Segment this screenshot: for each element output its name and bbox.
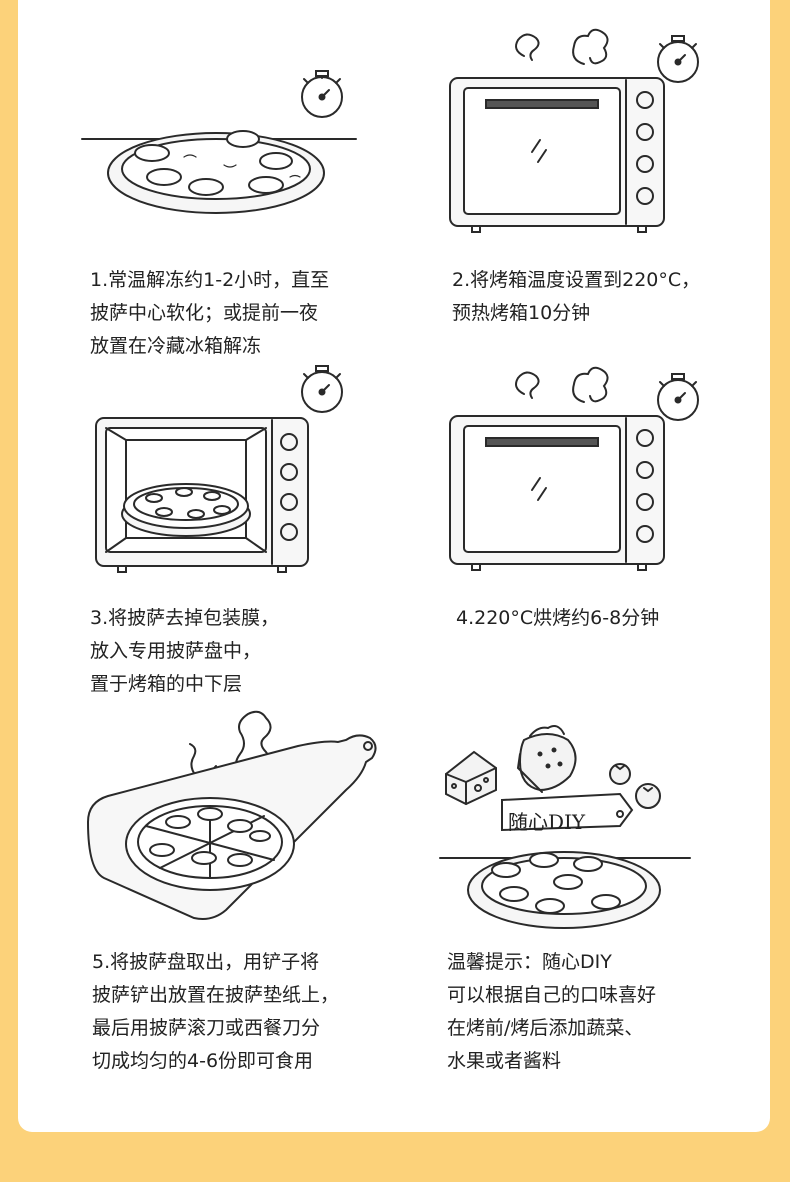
- pizza-icon: [108, 131, 324, 213]
- step5-illustration: [80, 702, 380, 928]
- diy-sign: [502, 794, 632, 830]
- stopwatch-icon: [302, 366, 342, 412]
- step5-caption: 5.将披萨盘取出，用铲子将 披萨铲出放置在披萨垫纸上， 最后用披萨滚刀或西餐刀分…: [92, 946, 339, 1078]
- step1-line: 披萨中心软化；或提前一夜: [90, 302, 319, 324]
- oven-icon: [450, 416, 664, 570]
- oven-icon: [450, 78, 664, 232]
- pizza-icon: [126, 798, 294, 890]
- step4-caption: 4.220°C烘烤约6-8分钟: [456, 602, 659, 635]
- step3-illustration: [92, 366, 352, 578]
- step4-line: 4.220°C烘烤约6-8分钟: [456, 607, 660, 629]
- step6-line: 温馨提示：随心DIY: [447, 951, 612, 973]
- step1-caption: 1.常温解冻约1-2小时，直至 披萨中心软化；或提前一夜 放置在冷藏冰箱解冻: [90, 264, 329, 363]
- stopwatch-icon: [658, 374, 698, 420]
- tomato-icon: [610, 764, 660, 808]
- step2-illustration: [442, 12, 712, 238]
- step2-caption: 2.将烤箱温度设置到220°C， 预热烤箱10分钟: [452, 264, 700, 330]
- steam-icon: [516, 368, 608, 402]
- step6-caption: 温馨提示：随心DIY 可以根据自己的口味喜好 在烤前/烤后添加蔬菜、 水果或者酱…: [447, 946, 656, 1078]
- strawberry-icon: [518, 726, 576, 792]
- step6-line: 可以根据自己的口味喜好: [447, 984, 657, 1006]
- steam-icon: [516, 30, 608, 64]
- step3-line: 置于烤箱的中下层: [90, 673, 243, 695]
- pizza-icon: [468, 852, 660, 928]
- step3-line: 3.将披萨去掉包装膜，: [90, 607, 280, 629]
- step5-line: 切成均匀的4-6份即可食用: [92, 1050, 314, 1072]
- step6-line: 在烤前/烤后添加蔬菜、: [447, 1017, 644, 1039]
- step4-illustration: [442, 350, 712, 576]
- step1-illustration: [80, 65, 370, 225]
- step2-line: 2.将烤箱温度设置到220°C，: [452, 269, 701, 291]
- step1-line: 放置在冷藏冰箱解冻: [90, 335, 262, 357]
- step1-line: 1.常温解冻约1-2小时，直至: [90, 269, 330, 291]
- step6-line: 水果或者酱料: [447, 1050, 562, 1072]
- step5-line: 最后用披萨滚刀或西餐刀分: [92, 1017, 321, 1039]
- pizza-icon: [122, 484, 250, 536]
- step3-caption: 3.将披萨去掉包装膜， 放入专用披萨盘中， 置于烤箱的中下层: [90, 602, 279, 701]
- stopwatch-icon: [302, 71, 342, 117]
- cheese-icon: [446, 752, 496, 804]
- diy-sign-label: 随心DIY: [508, 810, 586, 834]
- step6-illustration: [440, 720, 700, 930]
- stopwatch-icon: [658, 36, 698, 82]
- step3-line: 放入专用披萨盘中，: [90, 640, 262, 662]
- step2-line: 预热烤箱10分钟: [452, 302, 591, 324]
- step5-line: 5.将披萨盘取出，用铲子将: [92, 951, 320, 973]
- step5-line: 披萨铲出放置在披萨垫纸上，: [92, 984, 340, 1006]
